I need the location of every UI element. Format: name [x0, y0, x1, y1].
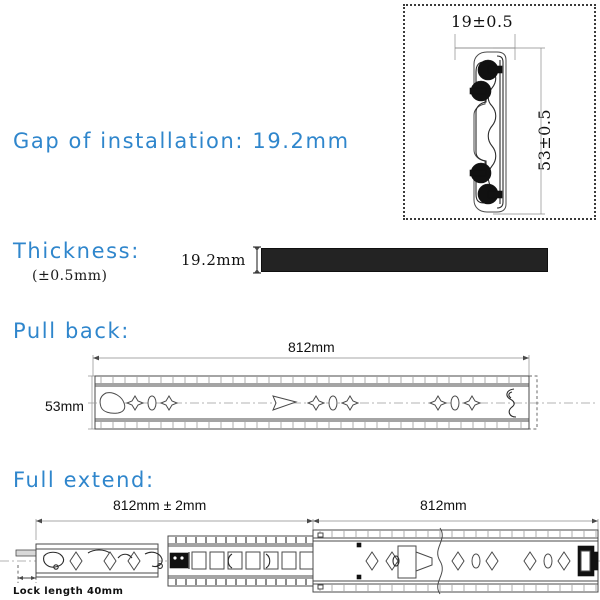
thickness-tolerance-note: (±0.5mm) [32, 268, 108, 284]
cross-section-width-label: 19±0.5 [451, 12, 514, 31]
thickness-value-label: 19.2mm [181, 251, 246, 269]
full-extend-right-length-label: 812mm [420, 497, 467, 513]
full-extend-heading: Full extend: [13, 468, 155, 492]
gap-of-installation-heading: Gap of installation: 19.2mm [13, 129, 350, 153]
lock-length-label: Lock length 40mm [13, 586, 124, 597]
thickness-bar [261, 248, 548, 272]
thickness-heading: Thickness: [13, 239, 140, 263]
pull-back-length-label: 812mm [288, 339, 335, 355]
full-extend-left-length-label: 812mm ± 2mm [113, 497, 207, 513]
pull-back-heading: Pull back: [13, 319, 130, 343]
pull-back-height-label: 53mm [45, 398, 84, 414]
